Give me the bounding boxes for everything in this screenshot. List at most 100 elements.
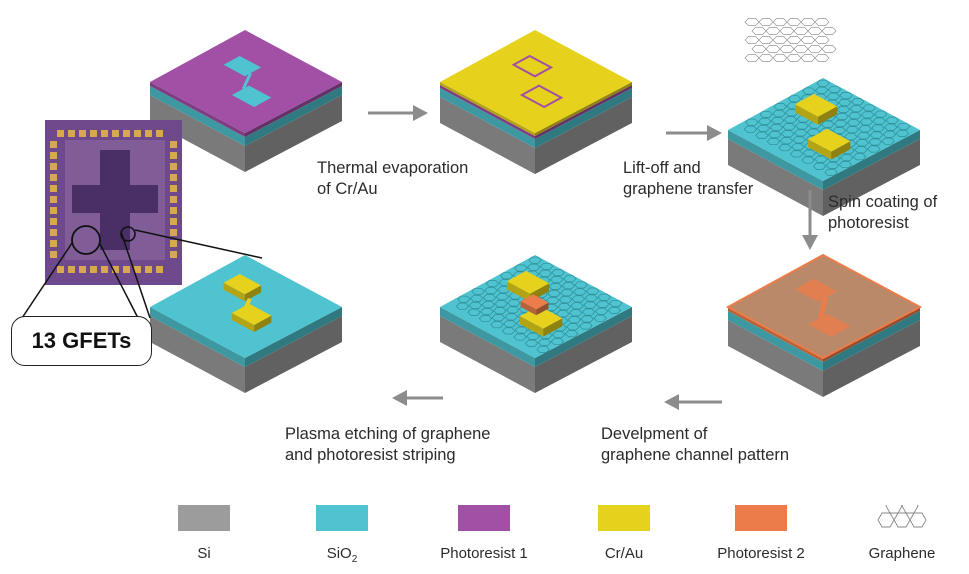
pad-right-right [831,141,851,160]
step-4-line2: graphene channel pattern [601,446,790,464]
hex-cell [538,269,552,277]
hex-cell [758,18,774,26]
hex-cell [745,118,759,126]
bond-pad [57,130,64,137]
callout-line-4 [134,229,263,259]
channel-resist-left [520,301,537,316]
opening-left [223,56,262,77]
hex-cell [845,126,859,134]
hex-cell [528,256,542,264]
hex-cell [744,36,760,44]
layer-left-face [440,88,535,148]
pattern-channel [817,296,829,319]
legend-label-photoresist-1: Photoresist 1 [440,545,528,562]
hex-cell [802,149,817,157]
arrow-step-1 [368,105,428,121]
bond-pad [79,266,86,273]
hex-cell [779,27,795,35]
hex-cell [539,262,554,270]
callout-line-1 [21,242,73,319]
legend-label-crau: Cr/Au [604,545,644,562]
legend-label-graphene: Graphene [868,545,936,562]
hex-cell [484,287,498,295]
layer-left-face [150,95,245,172]
layer-right-face [823,130,920,190]
hex-cell [846,119,861,127]
hex-cell [556,310,570,318]
hex-cell [751,45,767,53]
hex-cell [800,54,816,62]
bond-pad [170,141,177,148]
hex-cell [765,27,781,35]
hex-cell [471,287,485,295]
hex-cell [821,45,837,53]
pad-left-right [818,106,838,125]
opening-channel [241,72,252,90]
bond-pad [50,196,57,203]
hex-cell [868,138,882,146]
gfet-count-badge: 13 GFETs [11,316,152,366]
layer-left-face [440,82,535,136]
pad-left-left [794,104,819,125]
pad-right-left [520,316,544,337]
hex-cell [895,129,910,137]
hex-cell [573,288,587,296]
step-2-line1: Lift-off and [623,159,701,177]
hex-cell [815,86,829,94]
layer-left-face [728,320,823,397]
arrow-head [413,105,428,121]
bond-pad [50,141,57,148]
opening-right [231,85,272,107]
bond-pad [134,130,141,137]
hex-cell [824,168,838,176]
legend-swatch-sio2 [316,505,368,531]
hex-cell [491,314,506,322]
hex-cell [814,18,830,26]
hex-cell [574,281,588,289]
hex-cell [470,294,484,302]
layer-left-face [150,316,245,393]
bond-pad [123,266,130,273]
bond-pad [123,130,130,137]
hex-cell [793,45,809,53]
hex-cell [816,79,830,87]
layer-left-face [150,86,245,146]
bond-pad [170,251,177,258]
hex-cell [814,155,828,163]
hex-cell [566,323,580,331]
hex-cell [546,297,560,304]
bond-pad [79,130,86,137]
hex-cell [800,18,816,26]
hex-cell [857,132,871,140]
layer-right-face [535,97,632,174]
hex-cell [786,18,802,26]
hex-cell [839,92,853,100]
step-5-line1: Plasma etching of graphene [285,425,491,443]
hex-cell [551,269,565,277]
hex-cell [838,161,853,169]
hex-cell [770,117,785,125]
photo-cross-h [72,185,158,213]
hex-cell [550,276,564,284]
hex-cell [807,45,823,53]
arrow-step-5 [392,390,443,406]
hex-cell [468,301,483,309]
graphene-lattice-icon [877,505,927,528]
hex-cell [848,112,862,120]
pad-left-top [506,270,550,294]
chip-crau [440,30,632,174]
hex-cell [840,154,854,162]
hex-cell [826,92,840,100]
arrow-step-3 [802,190,818,250]
hex-cell [596,300,610,308]
legend-swatch-photoresist-2 [735,505,787,531]
hex-cell [758,36,774,44]
layer-left-face [728,139,823,216]
hex-cell [503,320,517,328]
step-2-line2: graphene transfer [623,180,754,198]
hex-cell [821,27,837,35]
chip-developed [440,255,632,393]
step-1-line2: of Cr/Au [317,180,378,198]
hex-cell [772,36,788,44]
